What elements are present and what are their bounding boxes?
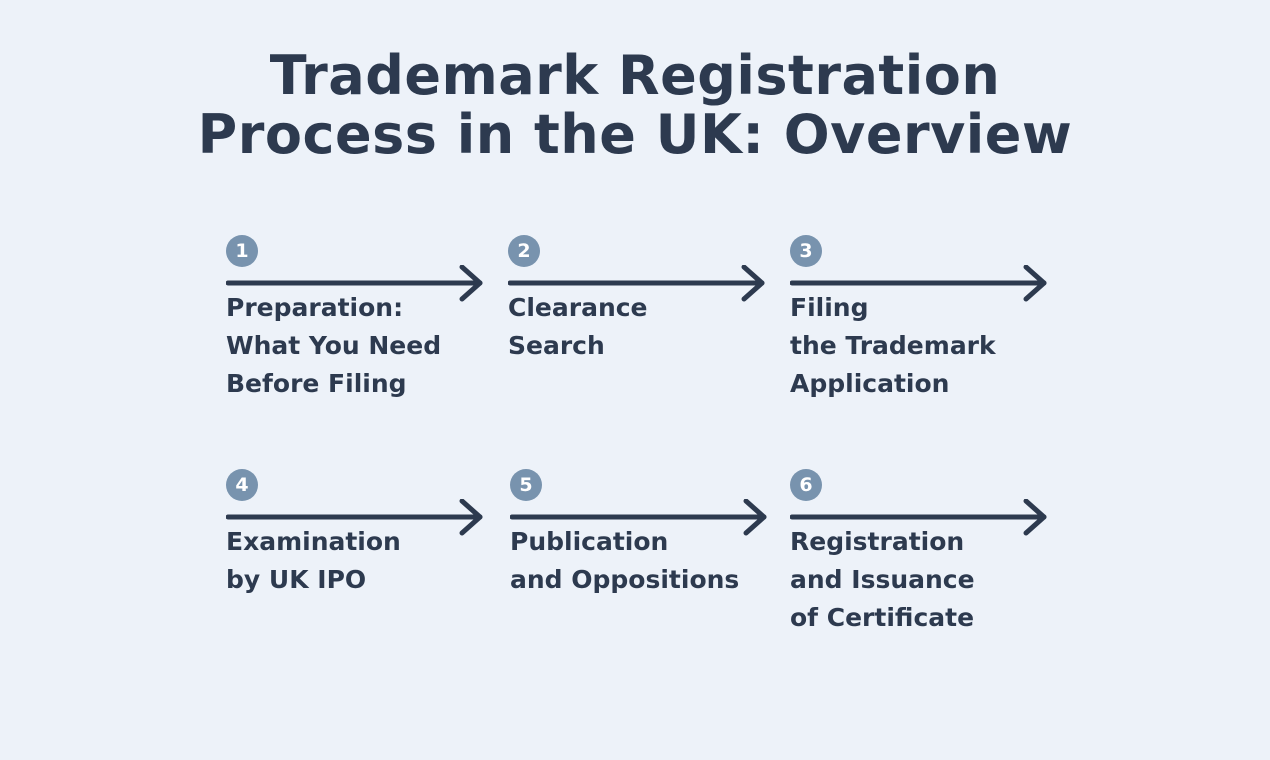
step-number-badge: 4 [226, 469, 258, 501]
page-title: Trademark Registration Process in the UK… [0, 46, 1270, 164]
title-line-1: Trademark Registration [269, 44, 1001, 107]
step-4: 4 Examination by UK IPO [226, 469, 496, 669]
step-number-badge: 6 [790, 469, 822, 501]
step-number-badge: 3 [790, 235, 822, 267]
step-label-line: Search [508, 331, 605, 360]
step-label: Registration and Issuance of Certificate [790, 523, 975, 637]
step-label-line: by UK IPO [226, 565, 367, 594]
step-label-line: Clearance [508, 293, 648, 322]
step-label: Publication and Oppositions [510, 523, 739, 599]
step-label-line: Examination [226, 527, 401, 556]
step-label-line: the Trademark [790, 331, 996, 360]
arrow-right-icon [226, 265, 483, 302]
step-label-line: Preparation: [226, 293, 404, 322]
step-label-line: Application [790, 369, 950, 398]
step-label-line: and Oppositions [510, 565, 740, 594]
step-label-line: Filing [790, 293, 869, 322]
arrow-right-icon [508, 265, 765, 302]
step-number-badge: 1 [226, 235, 258, 267]
step-5: 5 Publication and Oppositions [510, 469, 780, 669]
step-number-badge: 2 [508, 235, 540, 267]
step-label-line: Before Filing [226, 369, 407, 398]
step-number-badge: 5 [510, 469, 542, 501]
arrow-right-icon [790, 265, 1047, 302]
step-label-line: Publication [510, 527, 669, 556]
step-label-line: and Issuance [790, 565, 975, 594]
arrow-right-icon [510, 499, 767, 536]
step-label-line: of Certificate [790, 603, 975, 632]
title-line-2: Process in the UK: Overview [197, 103, 1073, 166]
step-6: 6 Registration and Issuance of Certificate [790, 469, 1060, 669]
arrow-right-icon [790, 499, 1047, 536]
arrow-right-icon [226, 499, 483, 536]
step-label: Examination by UK IPO [226, 523, 401, 599]
step-label-line: Registration [790, 527, 965, 556]
step-label-line: What You Need [226, 331, 442, 360]
